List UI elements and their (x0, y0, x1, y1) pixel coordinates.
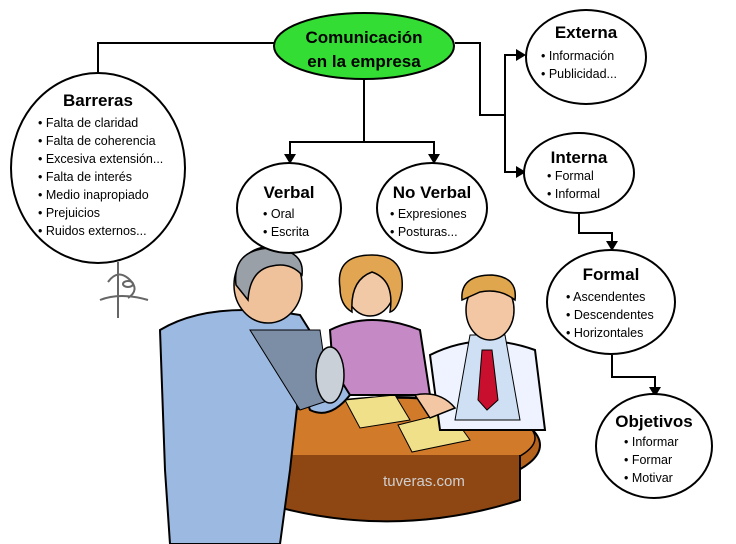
barreras-item: • Falta de claridad (38, 116, 138, 130)
barreras-title: Barreras (63, 91, 133, 110)
verbal-title: Verbal (263, 183, 314, 202)
no-verbal-item: • Posturas... (390, 225, 458, 239)
meeting-illustration (158, 246, 547, 544)
node-no-verbal: No Verbal • Expresiones • Posturas... (376, 162, 488, 254)
node-interna: Interna • Formal • Informal (523, 132, 635, 214)
barreras-item: • Falta de interés (38, 170, 132, 184)
objetivos-item: • Motivar (624, 471, 673, 485)
formal-title: Formal (583, 265, 640, 284)
barreras-item: • Falta de coherencia (38, 134, 156, 148)
node-formal: Formal • Ascendentes • Descendentes • Hori… (546, 249, 676, 355)
no-verbal-title: No Verbal (393, 183, 471, 202)
objetivos-title: Objetivos (615, 412, 692, 431)
objetivos-item: • Informar (624, 435, 678, 449)
barreras-item: • Medio inapropiado (38, 188, 149, 202)
no-verbal-item-list: • Expresiones • Posturas... (390, 207, 467, 239)
formal-item: • Horizontales (566, 326, 643, 340)
node-verbal: Verbal • Oral • Escrita (236, 162, 342, 254)
arrowheads (284, 49, 661, 397)
root-title-line2: en la empresa (307, 52, 421, 71)
root-ellipse (273, 12, 455, 80)
signature-logo (99, 262, 149, 318)
formal-item: • Ascendentes (566, 290, 645, 304)
barreras-item: • Prejuicios (38, 206, 100, 220)
node-externa: Externa • Información • Publicidad... (525, 9, 647, 105)
barreras-item: • Excesiva extensión... (38, 152, 163, 166)
root-title-line1: Comunicación (305, 28, 422, 47)
externa-title: Externa (555, 23, 618, 42)
root-node: Comunicación en la empresa (273, 12, 455, 80)
objetivos-item: • Formar (624, 453, 672, 467)
interna-item: • Formal (547, 169, 594, 183)
interna-item-list: • Formal • Informal (547, 169, 600, 201)
formal-item-list: • Ascendentes • Descendentes • Horizontale… (566, 290, 654, 340)
barreras-item-list: • Falta de claridad • Falta de coherencia… (38, 116, 163, 238)
node-objetivos: Objetivos • Informar • Formar • Motivar (595, 393, 713, 499)
node-barreras: Barreras • Falta de claridad• Falta de c… (10, 72, 186, 264)
externa-item-list: • Información • Publicidad... (541, 49, 617, 81)
verbal-item: • Oral (263, 207, 294, 221)
no-verbal-item: • Expresiones (390, 207, 467, 221)
barreras-item: • Ruidos externos... (38, 224, 147, 238)
objetivos-item-list: • Informar • Formar • Motivar (624, 435, 678, 485)
watermark: tuveras.com (383, 473, 465, 490)
formal-item: • Descendentes (566, 308, 654, 322)
externa-item: • Información (541, 49, 614, 63)
interna-item: • Informal (547, 187, 600, 201)
externa-item: • Publicidad... (541, 67, 617, 81)
interna-title: Interna (551, 148, 608, 167)
verbal-item: • Escrita (263, 225, 309, 239)
verbal-item-list: • Oral • Escrita (263, 207, 309, 239)
